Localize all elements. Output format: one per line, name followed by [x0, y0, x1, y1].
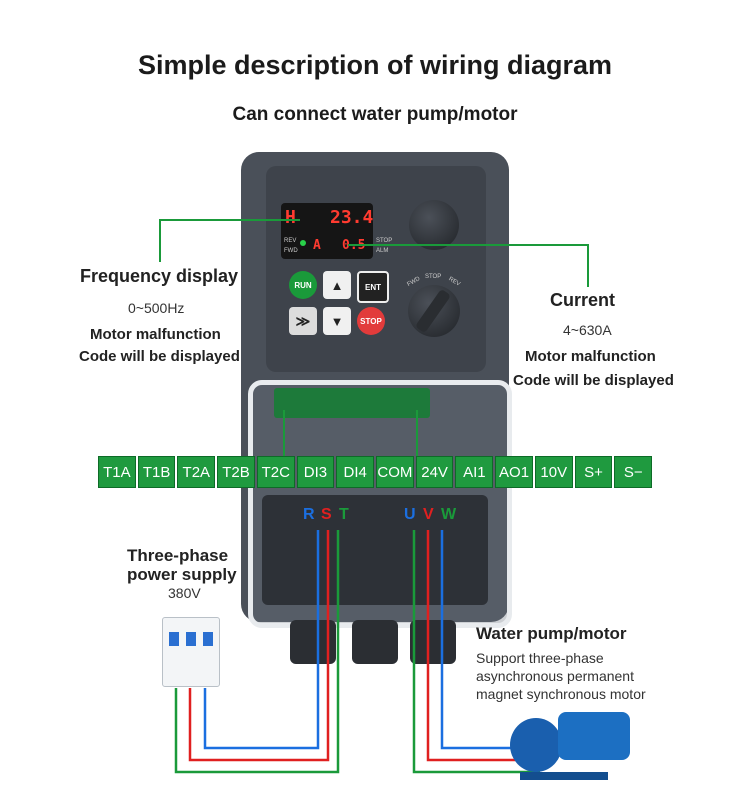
frequency-range: 0~500Hz: [128, 300, 185, 316]
terminal-R-label: R: [303, 506, 315, 523]
cable-gland-icon: [352, 620, 398, 664]
terminal-label: DI3: [296, 456, 335, 488]
terminal-label: T2C: [256, 456, 295, 488]
terminal-label: T2B: [217, 456, 255, 488]
speed-knob[interactable]: [409, 200, 459, 250]
terminal-label: T1B: [137, 456, 176, 488]
cable-gland-icon: [410, 620, 456, 664]
terminal-label: AI1: [455, 456, 494, 488]
run-button[interactable]: RUN: [289, 271, 317, 299]
terminal-label: 24V: [415, 456, 454, 488]
terminal-T-label: T: [339, 506, 349, 523]
indicator-fwd: FWD: [284, 248, 298, 254]
control-terminal-block: [274, 388, 430, 418]
pump-desc-line2: asynchronous permanent: [476, 668, 634, 684]
power-supply-heading-line1: Three-phase: [127, 546, 229, 565]
circuit-breaker-icon: [162, 617, 220, 687]
knob-label-stop: STOP: [425, 274, 442, 280]
wire-V-red: [426, 530, 530, 762]
pump-base-icon: [520, 772, 608, 780]
frequency-heading: Frequency display: [80, 266, 239, 286]
page-title: Simple description of wiring diagram: [137, 50, 613, 80]
wire-U-green: [412, 530, 540, 774]
down-button[interactable]: ▼: [323, 307, 351, 335]
current-heading: Current: [550, 290, 616, 310]
pump-heading: Water pump/motor: [476, 624, 627, 643]
terminal-label: T1A: [98, 456, 136, 488]
display-row1-mode: H: [285, 207, 296, 228]
pump-motor-icon: [558, 712, 630, 760]
terminal-label: S−: [614, 456, 653, 488]
terminal-V-label: V: [423, 506, 434, 523]
terminal-label: AO1: [495, 456, 533, 488]
shift-button[interactable]: ≫: [289, 307, 317, 335]
power-supply-voltage: 380V: [168, 585, 201, 601]
terminal-label: S+: [574, 456, 613, 488]
pump-housing-icon: [510, 718, 562, 772]
current-range: 4~630A: [563, 322, 612, 338]
wire-R-blue: [203, 530, 320, 750]
led-display: [281, 203, 373, 259]
enter-button[interactable]: ENT: [357, 271, 389, 303]
wire-T-green: [174, 530, 340, 774]
pump-desc-line3: magnet synchronous motor: [476, 686, 646, 702]
wire-W-blue: [440, 530, 520, 750]
indicator-alm: ALM: [376, 248, 389, 254]
power-supply-heading-line2: power supply: [127, 565, 237, 584]
breaker-toggle-icon: [203, 632, 213, 646]
indicator-rev: REV: [284, 238, 297, 244]
terminal-label: DI4: [336, 456, 375, 488]
breaker-toggle-icon: [169, 632, 179, 646]
indicator-stop: STOP: [376, 238, 393, 244]
stop-button[interactable]: STOP: [357, 307, 385, 335]
terminal-label: 10V: [534, 456, 573, 488]
wire-S-red: [188, 530, 330, 762]
terminal-U-label: U: [404, 506, 416, 523]
display-row2-mode: A: [313, 238, 321, 253]
page-subtitle: Can connect water pump/motor: [232, 104, 518, 125]
frequency-leader-line: [159, 219, 300, 262]
up-button[interactable]: ▲: [323, 271, 351, 299]
current-leader-line: [348, 244, 589, 287]
status-led-icon: [300, 240, 306, 246]
current-note-line1: Motor malfunction: [525, 348, 656, 365]
terminal-label: T2A: [177, 456, 216, 488]
power-terminal-area: [262, 495, 488, 605]
current-note-line2: Code will be displayed: [513, 372, 674, 389]
terminal-label: COM: [376, 456, 414, 488]
display-row1-value: 23.4: [330, 207, 374, 228]
frequency-note-line1: Motor malfunction: [90, 326, 221, 343]
terminal-S-label: S: [321, 506, 332, 523]
vfd-control-panel: [266, 166, 486, 372]
frequency-note-line2: Code will be displayed: [79, 348, 240, 365]
terminal-strip: T1A T1B T2A T2B T2C DI3 DI4 COM 24V AI1 …: [98, 456, 653, 488]
breaker-toggle-icon: [186, 632, 196, 646]
terminal-W-label: W: [441, 506, 457, 523]
pump-desc-line1: Support three-phase: [476, 650, 604, 666]
